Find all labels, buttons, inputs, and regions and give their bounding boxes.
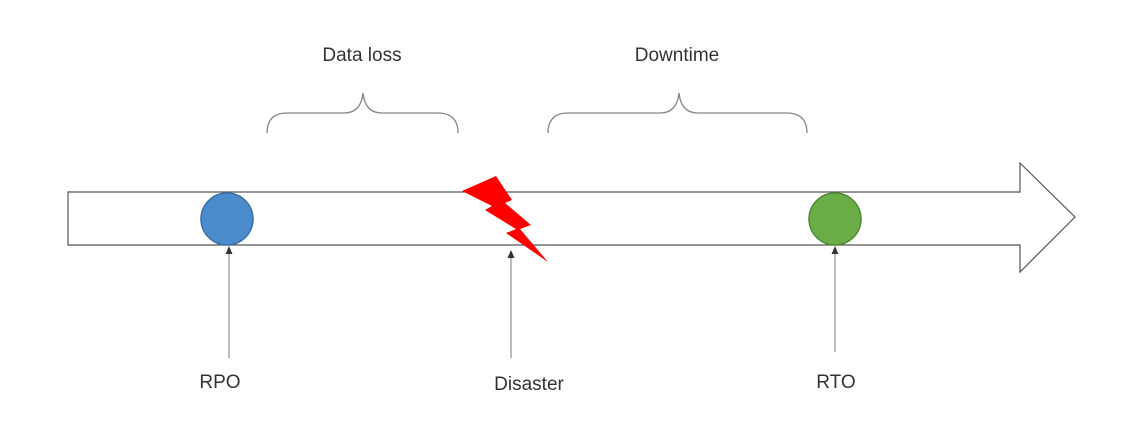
rto-pointer-arrow [831, 246, 839, 352]
downtime-label: Downtime [634, 45, 720, 66]
disaster-label: Disaster [494, 374, 564, 395]
rto-marker [808, 192, 862, 246]
disaster-pointer-arrow [507, 250, 515, 358]
disaster-bolt-icon [462, 176, 548, 262]
downtime-brace [547, 92, 808, 134]
data-loss-brace [266, 92, 459, 134]
rpo-marker [200, 192, 254, 246]
data-loss-label: Data loss [322, 45, 402, 66]
rto-label: RTO [816, 372, 856, 393]
rpo-label: RPO [199, 372, 241, 393]
rpo-pointer-arrow [225, 246, 233, 358]
